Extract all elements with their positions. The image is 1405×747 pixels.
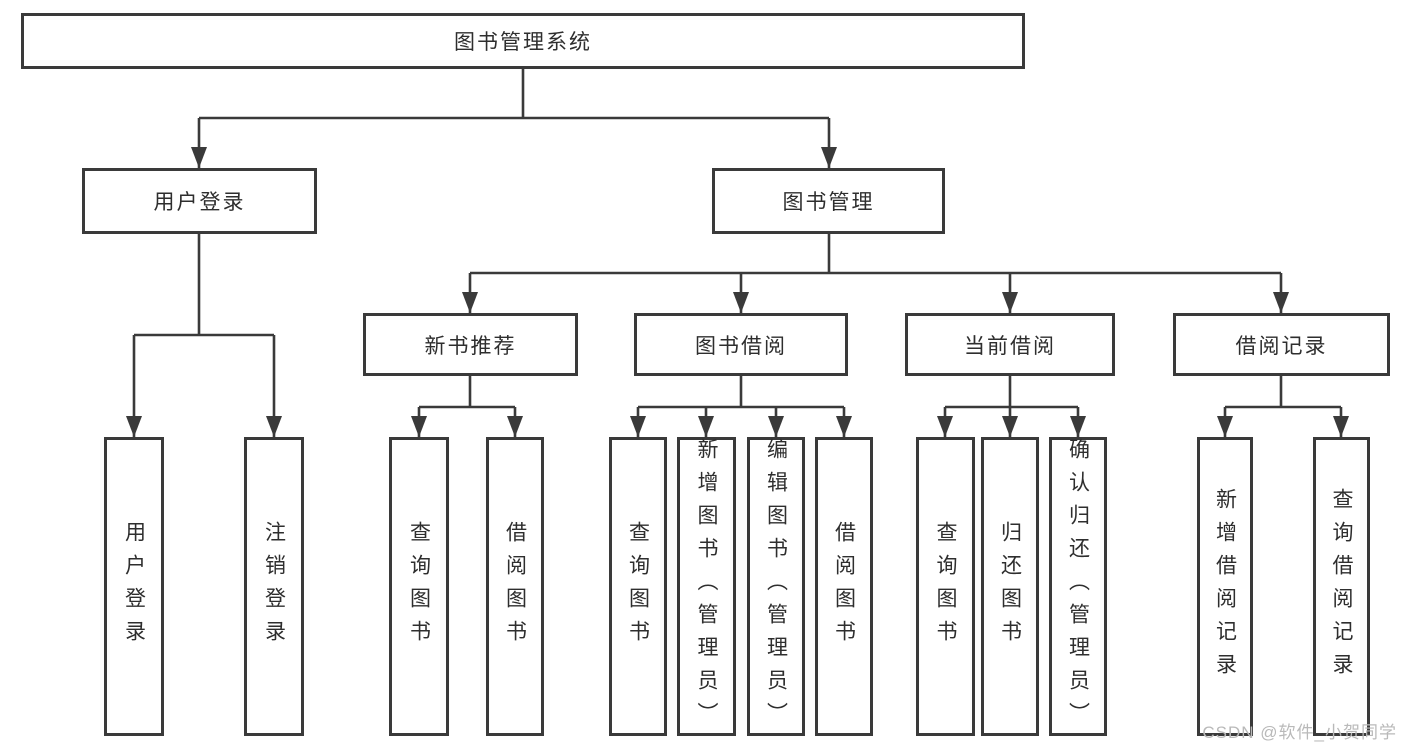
node-label: 借阅记录 — [1235, 334, 1328, 358]
tree-edges — [132, 69, 1343, 437]
node-label: 新增借阅记录 — [1213, 487, 1237, 686]
leaf-logout: 注销登录 — [244, 437, 304, 736]
node-label: 归还图书 — [998, 520, 1022, 653]
node-library-management-system: 图书管理系统 — [21, 13, 1025, 69]
node-label: 图书管理系统 — [454, 31, 592, 54]
leaf-query-books-recommend: 查询图书 — [389, 437, 449, 736]
node-label: 借阅图书 — [503, 520, 527, 653]
leaf-query-borrow-record: 查询借阅记录 — [1313, 437, 1370, 736]
node-label: 图书管理 — [782, 191, 875, 214]
leaf-borrow-books-recommend: 借阅图书 — [486, 437, 544, 736]
node-label: 查询借阅记录 — [1330, 487, 1353, 686]
leaf-add-borrow-record: 新增借阅记录 — [1197, 437, 1253, 736]
node-label: 查询图书 — [407, 520, 431, 653]
node-borrowing-records: 借阅记录 — [1173, 313, 1390, 376]
node-label: 用户登录 — [153, 191, 246, 214]
leaf-query-books-current: 查询图书 — [916, 437, 975, 736]
leaf-confirm-return-admin: 确认归还（管理员） — [1049, 437, 1107, 736]
leaf-user-login: 用户登录 — [104, 437, 164, 736]
node-label: 查询图书 — [626, 520, 650, 653]
leaf-edit-book-admin: 编辑图书（管理员） — [747, 437, 805, 736]
node-label: 编辑图书（管理员） — [764, 438, 788, 735]
leaf-query-books-borrowing: 查询图书 — [609, 437, 667, 736]
csdn-watermark: CSDN @软件_小贺同学 — [1202, 723, 1397, 742]
node-label: 确认归还（管理员） — [1066, 438, 1090, 735]
node-label: 新增图书（管理员） — [695, 438, 718, 735]
node-label: 图书借阅 — [695, 334, 787, 358]
node-label: 用户登录 — [122, 520, 146, 653]
node-label: 当前借阅 — [964, 334, 1056, 358]
node-current-borrowing: 当前借阅 — [905, 313, 1115, 376]
node-label: 查询图书 — [934, 520, 957, 653]
node-book-borrowing: 图书借阅 — [634, 313, 848, 376]
node-label: 注销登录 — [262, 520, 286, 653]
node-new-book-recommendation: 新书推荐 — [363, 313, 578, 376]
node-book-management: 图书管理 — [712, 168, 945, 234]
node-label: 借阅图书 — [832, 520, 856, 653]
leaf-add-book-admin: 新增图书（管理员） — [677, 437, 736, 736]
leaf-return-book: 归还图书 — [981, 437, 1039, 736]
node-user-login: 用户登录 — [82, 168, 317, 234]
leaf-borrow-books-borrowing: 借阅图书 — [815, 437, 873, 736]
node-label: 新书推荐 — [424, 334, 517, 358]
